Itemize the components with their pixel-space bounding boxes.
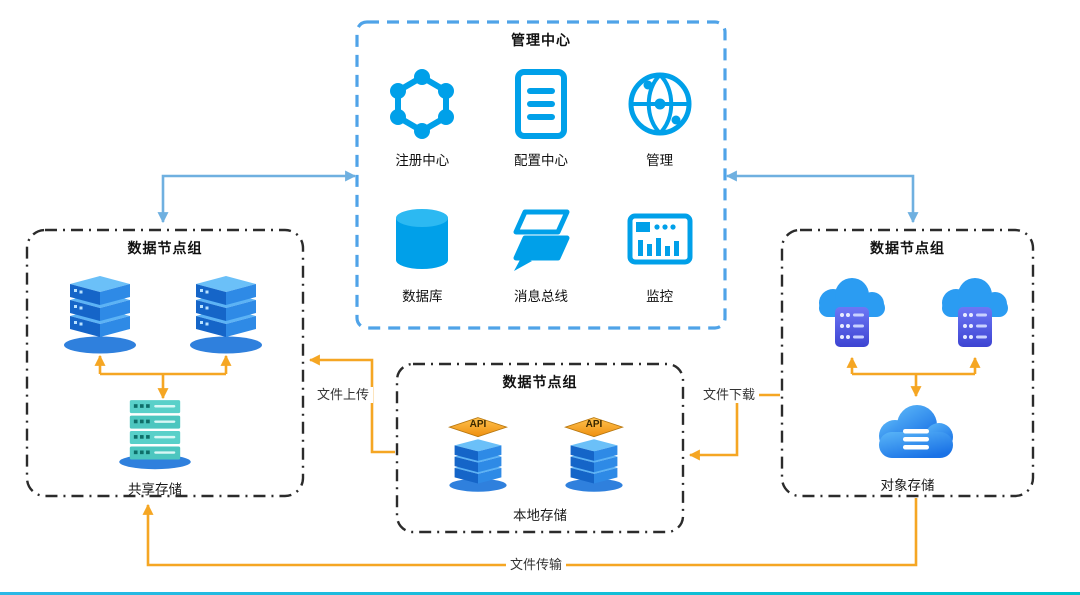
management-title: 管理中心 [511,32,571,48]
mc-item-manage: 管理 [600,54,719,190]
left-group-title: 数据节点组 [127,240,203,256]
mc-item-config: 配置中心 [482,54,601,190]
shared-storage-icon [110,392,200,470]
right-data-node-group: 数据节点组 对象存储 [780,228,1035,498]
left-data-node-group: 数据节点组 共享存储 [25,228,305,498]
upload-label: 文件上传 [313,387,374,403]
api-server: API [555,414,633,494]
local-storage-label: 本地存储 [513,508,567,523]
bottom-divider [0,592,1080,595]
mc-item-label: 监控 [646,289,674,304]
management-grid: 注册中心 配置中心 管理 数据库 消息总线 监控 [363,54,719,326]
api-badge: API [469,419,487,430]
mc-item-label: 管理 [646,153,674,168]
monitor-icon [620,200,700,280]
server-icon [55,268,145,356]
config-center-icon [501,64,581,144]
management-center-group: 管理中心 注册中心 配置中心 管理 数据库 消息总线 [355,20,727,330]
api-badge: API [585,419,603,430]
mc-item-database: 数据库 [363,190,482,326]
left-group-border [25,228,305,498]
mc-item-label: 注册中心 [395,153,450,168]
registry-center-icon [382,64,462,144]
object-storage-label: 对象存储 [880,478,935,493]
management-border [355,20,727,330]
cloud-server-icon [929,272,1021,356]
server-icon [181,268,271,356]
upload-arrow [308,354,395,454]
arrow-management-right [725,170,919,224]
right-group-title: 数据节点组 [870,240,945,256]
message-bus-icon [501,200,581,280]
mc-item-label: 消息总线 [513,289,568,304]
database-icon [382,200,462,280]
arrow-management-left [157,170,357,224]
manage-globe-icon [620,64,700,144]
mc-item-registry: 注册中心 [363,54,482,190]
download-arrow [688,393,780,461]
mc-item-label: 配置中心 [513,153,568,168]
center-data-node-group: 数据节点组 API API 本地存储 [395,362,685,534]
transfer-label: 文件传输 [506,557,567,573]
api-server: API [439,414,517,494]
center-group-border [395,362,685,534]
object-storage-icon [866,396,966,472]
cloud-server-icon [806,272,898,356]
mc-item-message-bus: 消息总线 [482,190,601,326]
mc-item-label: 数据库 [402,289,443,304]
mc-item-monitor: 监控 [600,190,719,326]
center-group-title: 数据节点组 [502,374,578,390]
download-label: 文件下载 [699,387,760,403]
right-group-border [780,228,1035,498]
shared-storage-label: 共享存储 [128,482,182,497]
